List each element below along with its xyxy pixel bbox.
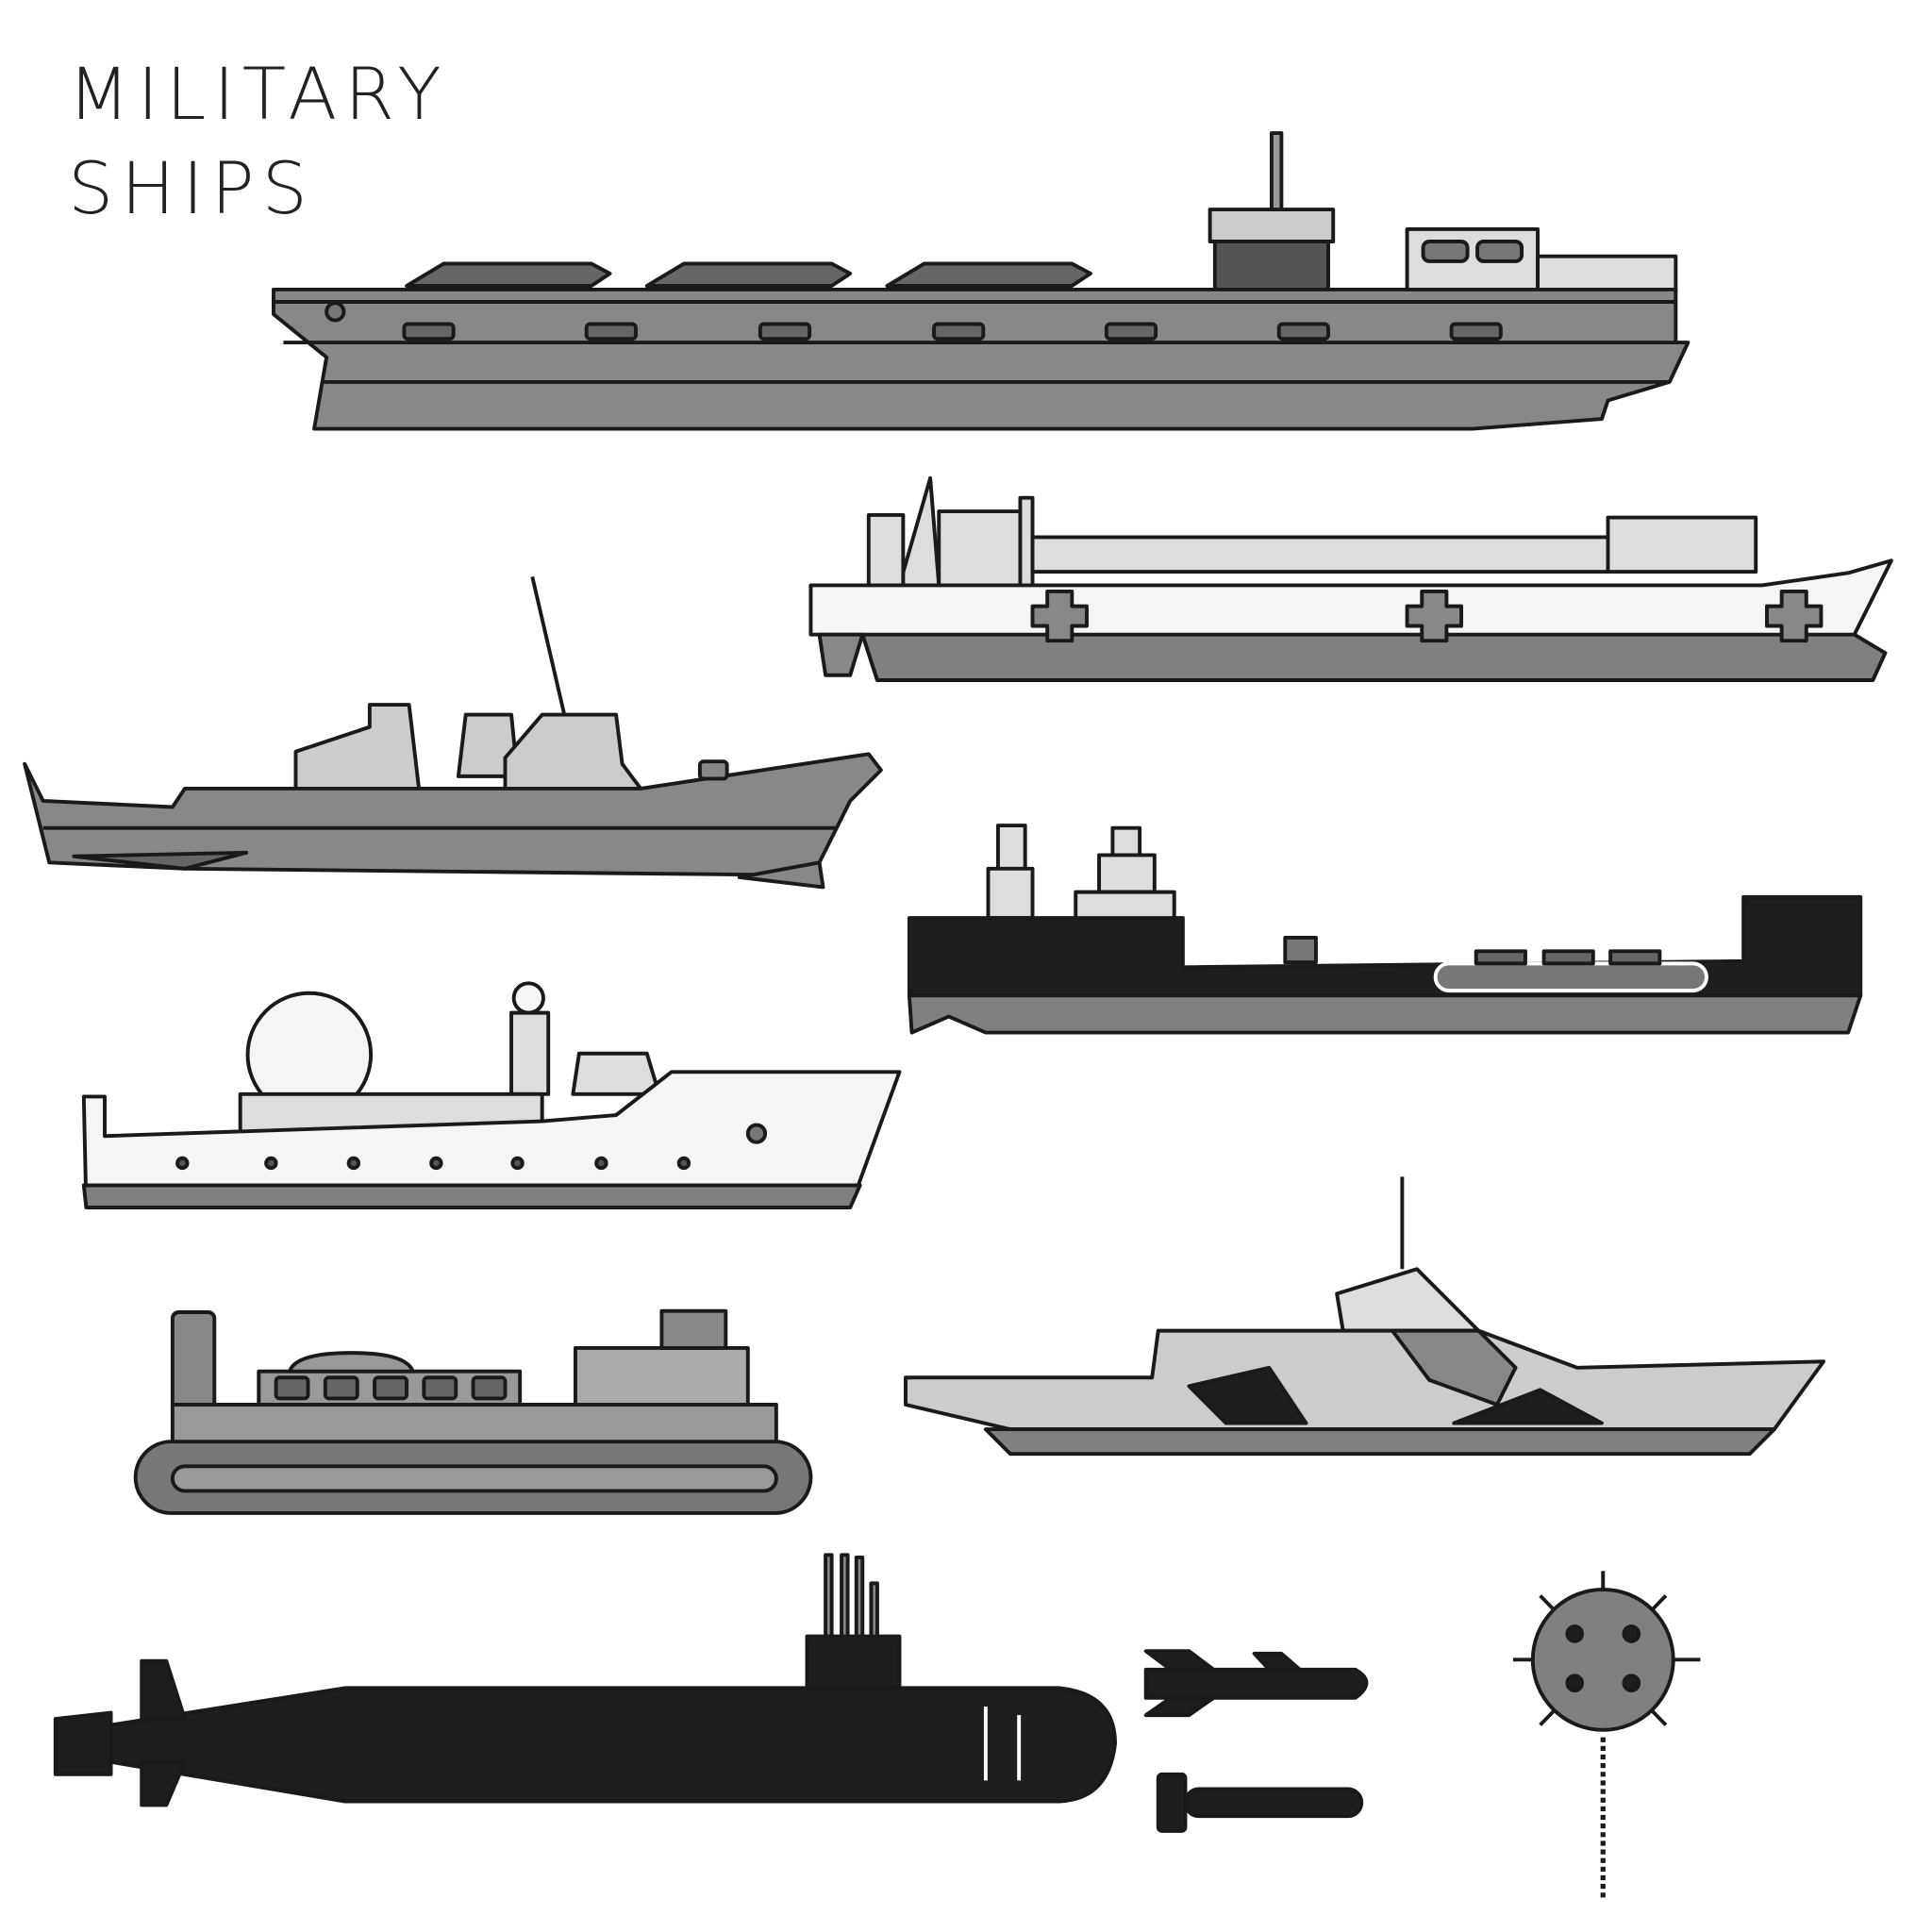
- hospital-ship: [808, 475, 1893, 682]
- radar-ship: [81, 981, 902, 1209]
- missile: [1143, 1649, 1369, 1718]
- aircraft-carrier: [271, 131, 1690, 431]
- destroyer: [23, 575, 883, 890]
- title-line-1: MILITARY: [68, 52, 449, 136]
- naval-mine: [1512, 1571, 1701, 1898]
- hovercraft: [133, 1308, 813, 1515]
- stealth-corvette: [904, 1176, 1826, 1457]
- page-title: MILITARY SHIPS: [68, 47, 449, 236]
- landing-ship: [907, 824, 1863, 1035]
- title-line-2: SHIPS: [68, 146, 315, 230]
- torpedo: [1156, 1772, 1364, 1833]
- submarine: [53, 1553, 1117, 1807]
